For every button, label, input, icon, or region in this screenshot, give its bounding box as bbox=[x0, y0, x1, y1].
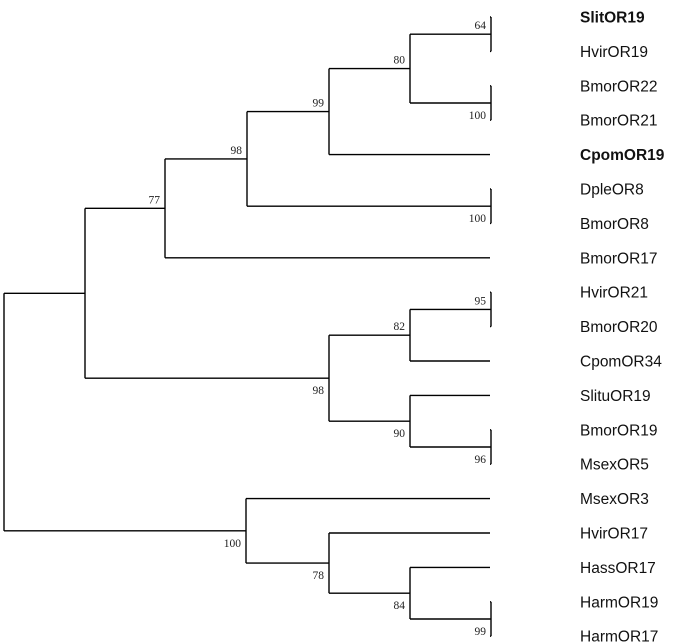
leaf-label-hassor17: HassOR17 bbox=[580, 560, 656, 577]
leaf-label-bmoror20: BmorOR20 bbox=[580, 319, 658, 336]
bootstrap-value-n11: 90 bbox=[394, 428, 406, 440]
bootstrap-value-n2: 100 bbox=[469, 110, 487, 122]
bootstrap-value-n4: 99 bbox=[313, 98, 325, 110]
bootstrap-value-n6: 98 bbox=[231, 145, 243, 157]
bootstrap-value-n10: 96 bbox=[475, 454, 487, 466]
bootstrap-value-n3: 80 bbox=[394, 55, 406, 67]
leaf-label-slitor19: SlitOR19 bbox=[580, 10, 645, 27]
bootstrap-value-n5: 100 bbox=[469, 213, 487, 225]
leaf-label-bmoror8: BmorOR8 bbox=[580, 216, 649, 233]
leaf-label-bmoror21: BmorOR21 bbox=[580, 113, 658, 130]
bootstrap-value-n17: 100 bbox=[224, 538, 242, 550]
leaf-label-hviror17: HvirOR17 bbox=[580, 526, 648, 543]
leaf-label-cpomor19: CpomOR19 bbox=[580, 147, 665, 164]
leaf-label-msexor5: MsexOR5 bbox=[580, 457, 649, 474]
tree-branches bbox=[3, 16, 492, 637]
leaf-label-dpleor8: DpleOR8 bbox=[580, 182, 644, 199]
leaf-label-cpomor34: CpomOR34 bbox=[580, 354, 662, 371]
leaf-label-harmor17: HarmOR17 bbox=[580, 629, 658, 642]
bootstrap-value-n12: 98 bbox=[313, 385, 325, 397]
leaf-label-msexor3: MsexOR3 bbox=[580, 491, 649, 508]
bootstrap-value-n9: 82 bbox=[394, 321, 406, 333]
leaf-label-harmor19: HarmOR19 bbox=[580, 594, 658, 611]
bootstrap-value-n8: 95 bbox=[475, 295, 487, 307]
bootstrap-value-n1: 64 bbox=[475, 20, 487, 32]
leaf-labels: SlitOR19HvirOR19BmorOR22BmorOR21CpomOR19… bbox=[580, 10, 665, 642]
leaf-label-hviror19: HvirOR19 bbox=[580, 44, 648, 61]
leaf-label-hviror21: HvirOR21 bbox=[580, 285, 648, 302]
bootstrap-value-n15: 84 bbox=[394, 600, 406, 612]
leaf-label-slituor19: SlituOR19 bbox=[580, 388, 651, 405]
bootstrap-value-n16: 78 bbox=[313, 570, 325, 582]
leaf-label-bmoror17: BmorOR17 bbox=[580, 250, 658, 267]
bootstrap-values: 64 100 80 99 100 98 77 95 82 96 90 98 99 84 78 100 bbox=[149, 20, 487, 638]
leaf-label-bmoror22: BmorOR22 bbox=[580, 78, 658, 95]
bootstrap-value-n14: 99 bbox=[475, 626, 487, 638]
bootstrap-value-n7: 77 bbox=[149, 194, 161, 206]
leaf-label-bmoror19: BmorOR19 bbox=[580, 422, 658, 439]
